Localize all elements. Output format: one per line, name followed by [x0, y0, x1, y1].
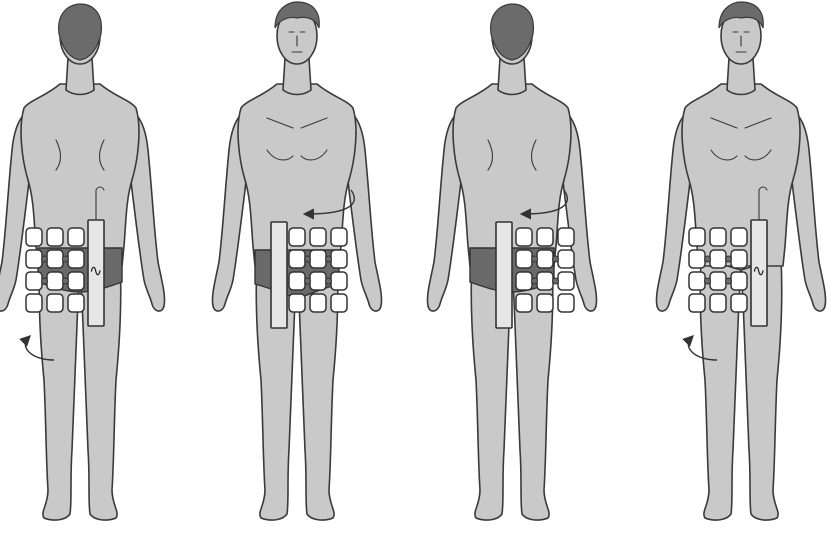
stimulator-device — [271, 222, 287, 328]
device-glyph: ∿ — [89, 261, 102, 280]
device-glyph: ∿ — [752, 261, 765, 280]
figure-back-2 — [427, 4, 596, 520]
stimulator-device — [496, 222, 512, 328]
figure-front-2: ∿ — [656, 2, 825, 520]
figure-back-1: ∿ — [0, 4, 165, 520]
figure-front-1 — [212, 2, 381, 520]
